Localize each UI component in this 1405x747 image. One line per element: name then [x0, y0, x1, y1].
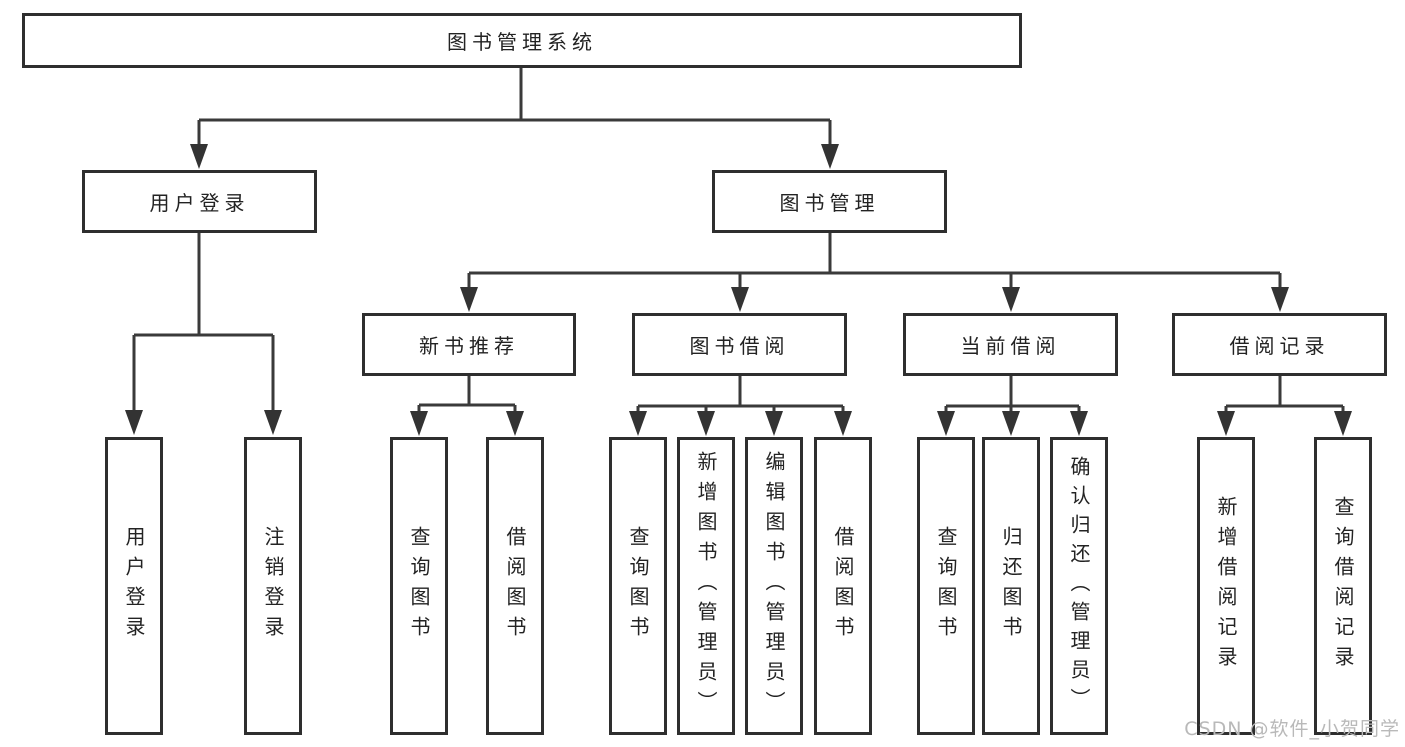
node-library-management-system: 图书管理系统 — [22, 13, 1022, 68]
connector-book-mgmt-to-level3 — [460, 233, 1289, 312]
leaf-bb-borrow-books: 借阅图书 — [814, 437, 872, 735]
leaf-br-query-borrow-record: 查询借阅记录 — [1314, 437, 1372, 735]
arrowhead — [1002, 411, 1020, 436]
node-borrowing-records: 借阅记录 — [1172, 313, 1387, 376]
arrowhead — [765, 411, 783, 436]
leaf-bb-add-book-admin: 新增图书（管理员） — [677, 437, 735, 735]
arrowhead — [834, 411, 852, 436]
csdn-watermark: CSDN @软件_小贺同学 — [1184, 718, 1400, 740]
leaf-bb-query-books: 查询图书 — [609, 437, 667, 735]
node-book-borrowing: 图书借阅 — [632, 313, 847, 376]
leaf-cb-confirm-return-admin: 确认归还（管理员） — [1050, 437, 1108, 735]
leaf-user-login: 用户登录 — [105, 437, 163, 735]
leaf-nbr-query-books: 查询图书 — [390, 437, 448, 735]
leaf-nbr-borrow-books: 借阅图书 — [486, 437, 544, 735]
connector-new-book-rec-to-leaves — [410, 376, 524, 436]
arrowhead — [410, 411, 428, 436]
leaf-br-add-borrow-record: 新增借阅记录 — [1197, 437, 1255, 735]
arrowhead — [1334, 411, 1352, 436]
connector-borrow-records-to-leaves — [1217, 376, 1352, 436]
leaf-cb-query-books: 查询图书 — [917, 437, 975, 735]
arrowhead — [264, 410, 282, 435]
node-book-management: 图书管理 — [712, 170, 947, 233]
node-new-book-recommendation: 新书推荐 — [362, 313, 576, 376]
arrowhead — [1217, 411, 1235, 436]
arrowhead — [1070, 411, 1088, 436]
arrowhead — [937, 411, 955, 436]
arrowhead — [506, 411, 524, 436]
connector-user-login-to-leaves — [125, 233, 282, 435]
connector-book-borrow-to-leaves — [629, 376, 852, 436]
connector-current-borrow-to-leaves — [937, 376, 1088, 436]
arrowhead — [731, 287, 749, 312]
arrowhead — [629, 411, 647, 436]
arrowhead — [1271, 287, 1289, 312]
arrowhead — [125, 410, 143, 435]
arrowhead — [1002, 287, 1020, 312]
leaf-logout: 注销登录 — [244, 437, 302, 735]
node-user-login: 用户登录 — [82, 170, 317, 233]
leaf-cb-return-books: 归还图书 — [982, 437, 1040, 735]
arrowhead — [190, 144, 208, 169]
arrowhead — [697, 411, 715, 436]
leaf-bb-edit-book-admin: 编辑图书（管理员） — [745, 437, 803, 735]
arrowhead — [821, 144, 839, 169]
arrowhead — [460, 287, 478, 312]
connector-root-to-level2 — [190, 68, 839, 169]
node-current-borrowing: 当前借阅 — [903, 313, 1118, 376]
